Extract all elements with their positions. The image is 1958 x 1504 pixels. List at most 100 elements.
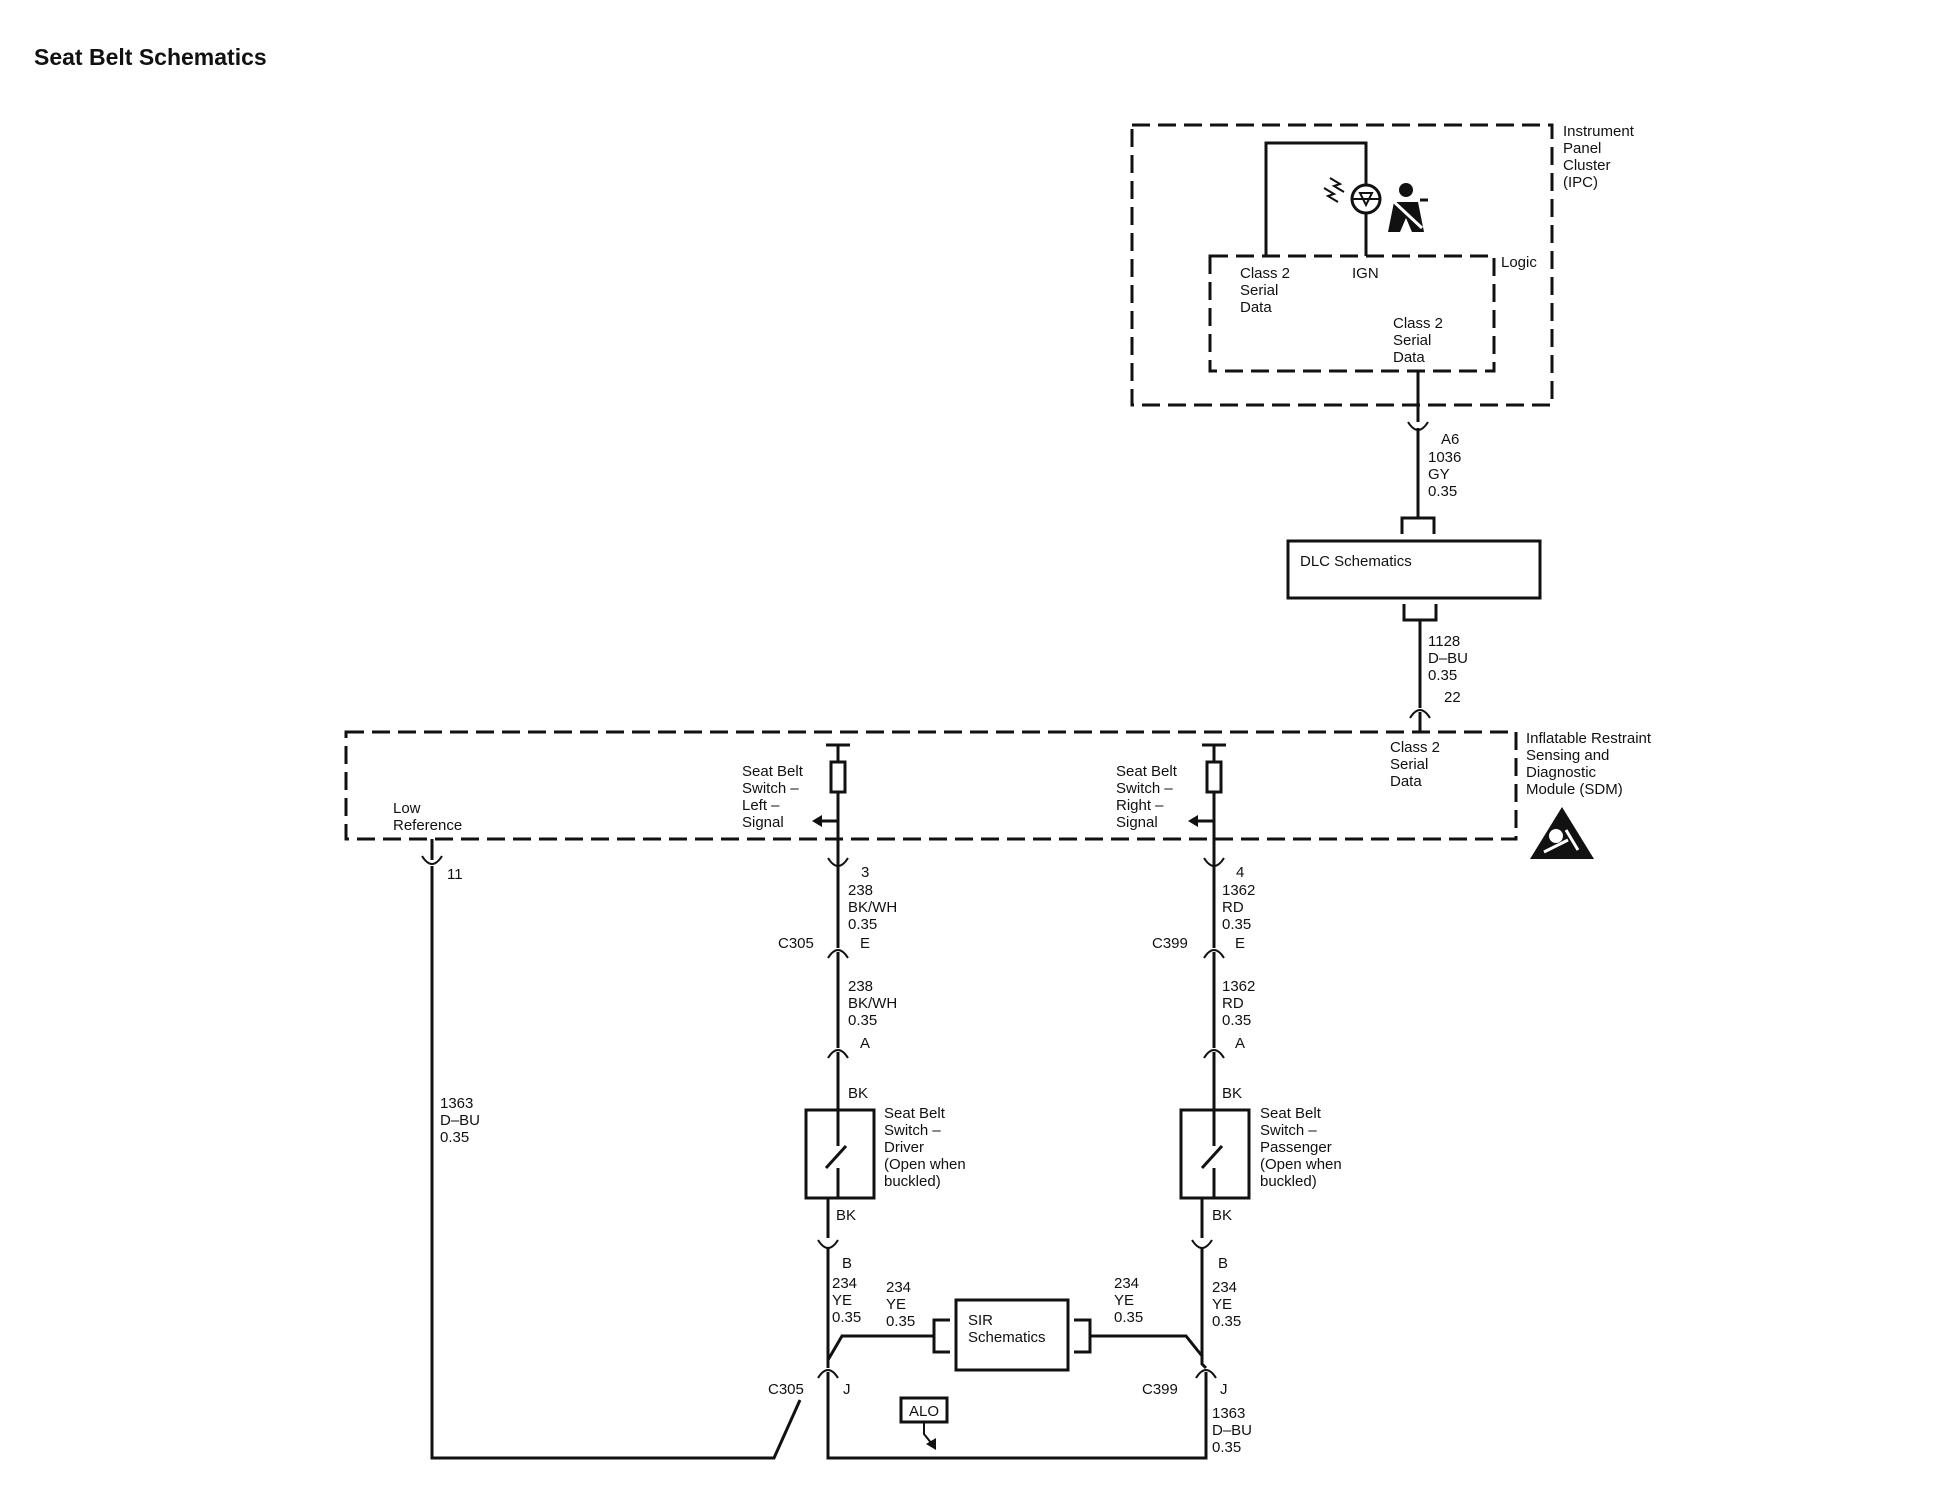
low-ref-pin: 11: [447, 866, 463, 883]
left-sir-wire-circuit: 234: [886, 1279, 911, 1296]
sdm-left-signal-2: Switch –: [742, 780, 799, 797]
left-sir-branch-wire: [826, 1334, 934, 1361]
sdm-right-signal-2: Switch –: [1116, 780, 1173, 797]
sir-box[interactable]: [954, 1298, 1070, 1372]
right-conn-pin: E: [1235, 935, 1245, 952]
right-pullup-resistor: [1205, 760, 1223, 794]
sdm-serial-connector-symbol: [1409, 709, 1431, 719]
airbag-warning-icon: [1530, 807, 1594, 859]
right-sw-pin: A: [1235, 1035, 1245, 1052]
sdm-serial-1: Class 2: [1390, 739, 1440, 756]
right-conn-label: C399: [1152, 935, 1188, 952]
right-sir-wire-gauge: 0.35: [1114, 1309, 1143, 1326]
sdm-right-signal-3: Right –: [1116, 797, 1164, 814]
passenger-circuit: 4 1362 RD 0.35 C399 E 1362 RD 0.35 A BK …: [1074, 857, 1342, 1456]
left-c305-connector-symbol: [827, 949, 849, 959]
sdm-low-ref-1: Low: [393, 800, 421, 817]
dlc-sdm-wire: 1128 D–BU 0.35 22: [1402, 604, 1468, 732]
left-sw-pin: A: [860, 1035, 870, 1052]
right-wire2-gauge: 0.35: [1222, 1012, 1251, 1029]
dlc-top-connector: [1400, 516, 1436, 534]
ipc-serial-right-1: Class 2: [1393, 315, 1443, 332]
sdm-right-signal-1: Seat Belt: [1116, 763, 1178, 780]
bottom-ground-wire: [826, 1372, 1208, 1460]
right-bottom-conn: C399: [1142, 1381, 1178, 1398]
driver-switch-label-1: Seat Belt: [884, 1105, 946, 1122]
right-sdm-pin: 4: [1236, 864, 1244, 881]
passenger-switch-contact-icon: [1200, 1110, 1224, 1198]
sdm-serial-2: Serial: [1390, 756, 1428, 773]
low-ref-wire-circuit: 1363: [440, 1095, 473, 1112]
sir-label-2[interactable]: Schematics: [968, 1329, 1046, 1346]
right-pin-b: B: [1218, 1255, 1228, 1272]
left-wire1-color: BK/WH: [848, 899, 897, 916]
driver-switch-label-4: (Open when: [884, 1156, 966, 1173]
ipc-name-1: Instrument: [1563, 123, 1635, 140]
ipc-name-3: Cluster: [1563, 157, 1611, 174]
right-wire1-gauge: 0.35: [1222, 916, 1251, 933]
right-c399-connector-symbol: [1203, 949, 1225, 959]
ipc-serial-left-2: Serial: [1240, 282, 1278, 299]
left-conn-pin: E: [860, 935, 870, 952]
left-pullup-bar: [826, 743, 850, 762]
right-sir-wire-circuit: 234: [1114, 1275, 1139, 1292]
ipc-serial-left-3: Data: [1240, 299, 1272, 316]
ipc-wire-color: GY: [1428, 466, 1450, 483]
right-wire2-circuit: 1362: [1222, 978, 1255, 995]
sdm-left-signal-1: Seat Belt: [742, 763, 804, 780]
dlc-bottom-connector: [1402, 604, 1438, 622]
left-b-connector-symbol: [817, 1239, 839, 1249]
left-j-connector-symbol: [817, 1369, 839, 1379]
left-wire2-color: BK/WH: [848, 995, 897, 1012]
alo-label[interactable]: ALO: [909, 1403, 939, 1420]
sdm-serial-3: Data: [1390, 773, 1422, 790]
passenger-switch-label-2: Switch –: [1260, 1122, 1317, 1139]
dlc-box[interactable]: [1286, 539, 1542, 600]
driver-switch-label-2: Switch –: [884, 1122, 941, 1139]
ipc-boundary: [1130, 123, 1554, 407]
sdm-left-signal-4: Signal: [742, 814, 784, 831]
ipc-module: Instrument Panel Cluster (IPC) Logic Cla…: [1130, 123, 1635, 407]
left-sdm-pin: 3: [861, 864, 869, 881]
ipc-name-4: (IPC): [1563, 174, 1598, 191]
low-ref-wire-gauge: 0.35: [440, 1129, 469, 1146]
page-title: Seat Belt Schematics: [34, 44, 267, 70]
ipc-pin-label: A6: [1441, 431, 1459, 448]
right-sw-bottom: BK: [1212, 1207, 1232, 1224]
left-wire3-circuit: 234: [832, 1275, 857, 1292]
dlc-label[interactable]: DLC Schematics: [1300, 553, 1412, 570]
low-ref-connector-symbol: [421, 855, 443, 865]
right-wire3-circuit: 234: [1212, 1279, 1237, 1296]
left-sir-wire-gauge: 0.35: [886, 1313, 915, 1330]
sir-label-1[interactable]: SIR: [968, 1312, 993, 1329]
driver-circuit: 3 238 BK/WH 0.35 C305 E 238 BK/WH 0.35 A…: [768, 857, 1208, 1460]
alo-pointer: [923, 1422, 933, 1445]
ipc-serial-right-3: Data: [1393, 349, 1425, 366]
sdm-module: Inflatable Restraint Sensing and Diagnos…: [344, 730, 1652, 866]
dlc-pin-label: 22: [1444, 689, 1461, 706]
sir-schematics-box[interactable]: SIR Schematics: [954, 1298, 1070, 1372]
sdm-name-4: Module (SDM): [1526, 781, 1623, 798]
right-wire4-color: D–BU: [1212, 1422, 1252, 1439]
seatbelt-person-icon: [1388, 183, 1428, 232]
alo-reference[interactable]: ALO: [899, 1396, 949, 1450]
low-ref-wire-line: [430, 866, 802, 1460]
left-signal-arrowhead: [812, 815, 822, 827]
left-wire1-circuit: 238: [848, 882, 873, 899]
left-bottom-pin: J: [843, 1381, 851, 1398]
right-signal-arrowhead: [1188, 815, 1198, 827]
left-sw-top: BK: [848, 1085, 868, 1102]
passenger-switch-label-1: Seat Belt: [1260, 1105, 1322, 1122]
passenger-switch-label-3: Passenger: [1260, 1139, 1332, 1156]
right-wire4-circuit: 1363: [1212, 1405, 1245, 1422]
sir-right-connector: [1074, 1318, 1092, 1354]
sdm-low-ref-2: Reference: [393, 817, 462, 834]
right-switch-connector-symbol: [1203, 1049, 1225, 1059]
low-ref-wire: 11 1363 D–BU 0.35: [421, 839, 802, 1460]
dlc-schematics-box[interactable]: DLC Schematics: [1286, 539, 1542, 600]
low-ref-wire-color: D–BU: [440, 1112, 480, 1129]
ipc-dlc-wire: A6 1036 GY 0.35: [1400, 371, 1461, 534]
right-b-connector-symbol: [1191, 1239, 1213, 1249]
right-bottom-pin: J: [1220, 1381, 1228, 1398]
